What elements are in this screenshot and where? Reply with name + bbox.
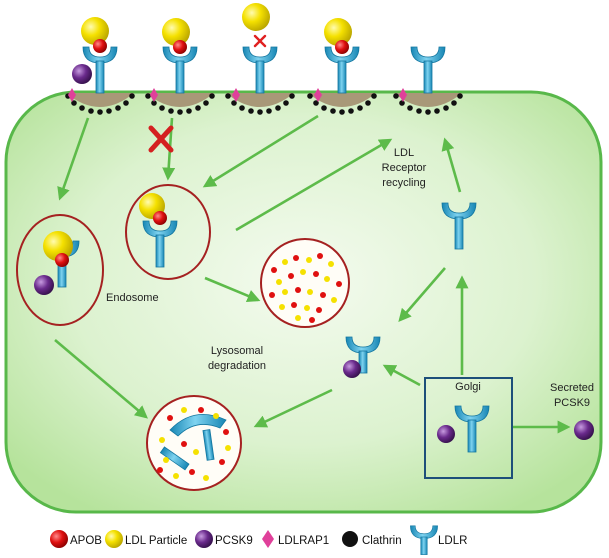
arrow-to-degradation [253, 388, 333, 428]
secreted-pcsk9-sphere [574, 420, 594, 440]
endosome-pcsk9 [16, 214, 104, 326]
black-dot-icon [342, 531, 358, 547]
purple-sphere-icon [195, 530, 213, 548]
surface-receptors [82, 46, 446, 94]
label-receptor-recycling-1: LDL [394, 147, 414, 159]
pink-diamond-icon [262, 530, 274, 548]
arrow-recycling [235, 138, 393, 232]
ldlrap1-diamonds [68, 88, 407, 102]
legend: APOB LDL Particle PCSK9 LDLRAP1 Clathrin… [50, 525, 467, 555]
arrow-to-recycled-receptor [398, 267, 446, 322]
arrow-golgi-to-receptor [382, 364, 421, 387]
degradation-lysosome [146, 395, 242, 491]
label-lysosomal-1: Lysosomal [211, 345, 263, 357]
blocked-internalization-x-icon [148, 125, 174, 153]
legend-clathrin: Clathrin [362, 535, 402, 547]
label-receptor-recycling-3: recycling [382, 177, 425, 189]
legend-ldlrap1: LDLRAP1 [278, 535, 329, 547]
yellow-sphere-icon [105, 530, 123, 548]
surface-particles [72, 3, 352, 84]
label-secreted-1: Secreted [550, 382, 594, 394]
arrow-to-lysosome [204, 276, 261, 303]
arrow-internalization-pcsk9 [57, 117, 90, 201]
label-secreted-2: PCSK9 [554, 397, 590, 409]
label-lysosomal-2: degradation [208, 360, 266, 372]
clathrin-pits [65, 93, 463, 115]
legend-apob: APOB [70, 535, 102, 547]
receptor-y-icon [410, 525, 438, 555]
arrow-pcsk9-to-degradation [54, 339, 148, 419]
legend-ldl: LDL Particle [125, 535, 187, 547]
blocked-binding-x-icon [253, 34, 267, 48]
label-receptor-recycling-2: Receptor [382, 162, 427, 174]
label-golgi: Golgi [455, 381, 481, 393]
lysosome [260, 238, 350, 328]
red-sphere-icon [50, 530, 68, 548]
legend-ldlr: LDLR [438, 535, 467, 547]
pathway-arrows [54, 114, 571, 434]
legend-pcsk9: PCSK9 [215, 535, 253, 547]
endosome-ldl [125, 184, 211, 280]
arrow-membrane-to-endosome [202, 114, 319, 188]
label-endosome: Endosome [106, 292, 159, 304]
golgi-box [424, 377, 513, 479]
arrow-to-surface [441, 137, 462, 193]
